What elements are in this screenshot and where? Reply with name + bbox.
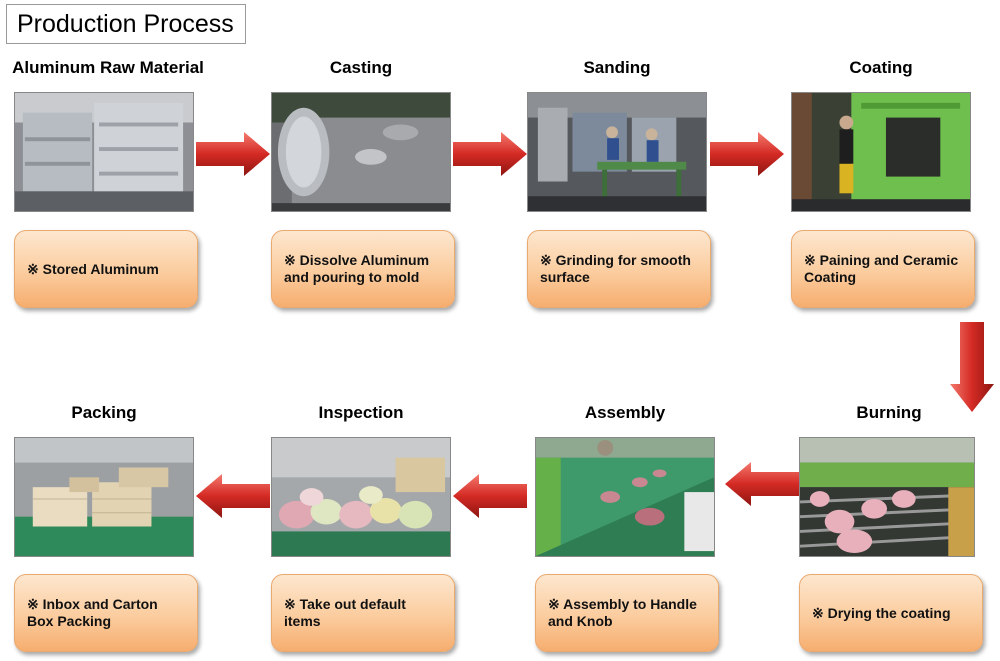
step-description-assembly: ※ Assembly to Handle and Knob bbox=[548, 596, 697, 629]
step-card-raw-material: ※ Stored Aluminum bbox=[14, 230, 198, 308]
step-card-coating: ※ Paining and Ceramic Coating bbox=[791, 230, 975, 308]
photo-coating bbox=[791, 92, 971, 212]
step-description-burning: ※ Drying the coating bbox=[812, 604, 951, 621]
photo-sanding bbox=[527, 92, 707, 212]
step-title-coating: Coating bbox=[849, 58, 913, 77]
step-title-inspection: Inspection bbox=[318, 403, 404, 422]
step-description-inspection: ※ Take out default items bbox=[284, 596, 406, 629]
step-card-sanding: ※ Grinding for smooth surface bbox=[527, 230, 711, 308]
arrow-right-icon bbox=[710, 132, 784, 176]
arrow-right-icon bbox=[196, 132, 270, 176]
arrow-right-icon bbox=[453, 132, 527, 176]
step-title-sanding: Sanding bbox=[583, 58, 651, 77]
step-description-packing: ※ Inbox and Carton Box Packing bbox=[27, 596, 158, 629]
photo-inspection bbox=[271, 437, 451, 557]
step-title-casting: Casting bbox=[329, 58, 393, 77]
step-card-casting: ※ Dissolve Aluminum and pouring to mold bbox=[271, 230, 455, 308]
arrow-left-icon bbox=[453, 474, 527, 518]
step-title-burning: Burning bbox=[856, 403, 922, 422]
step-card-assembly: ※ Assembly to Handle and Knob bbox=[535, 574, 719, 652]
photo-packing bbox=[14, 437, 194, 557]
arrow-down-icon bbox=[950, 322, 994, 412]
step-card-packing: ※ Inbox and Carton Box Packing bbox=[14, 574, 198, 652]
step-card-inspection: ※ Take out default items bbox=[271, 574, 455, 652]
step-description-raw-material: ※ Stored Aluminum bbox=[27, 260, 159, 277]
photo-raw-material bbox=[14, 92, 194, 212]
step-title-assembly: Assembly bbox=[584, 403, 666, 422]
photo-casting bbox=[271, 92, 451, 212]
photo-assembly bbox=[535, 437, 715, 557]
step-description-sanding: ※ Grinding for smooth surface bbox=[540, 252, 691, 285]
step-description-coating: ※ Paining and Ceramic Coating bbox=[804, 252, 959, 285]
step-card-burning: ※ Drying the coating bbox=[799, 574, 983, 652]
photo-burning bbox=[799, 437, 975, 557]
arrow-left-icon bbox=[196, 474, 270, 518]
arrow-left-icon bbox=[725, 462, 799, 506]
step-title-packing: Packing bbox=[71, 403, 137, 422]
step-description-casting: ※ Dissolve Aluminum and pouring to mold bbox=[284, 252, 430, 285]
step-title-raw-material: Aluminum Raw Material bbox=[12, 58, 204, 77]
page-title: Production Process bbox=[6, 4, 246, 44]
